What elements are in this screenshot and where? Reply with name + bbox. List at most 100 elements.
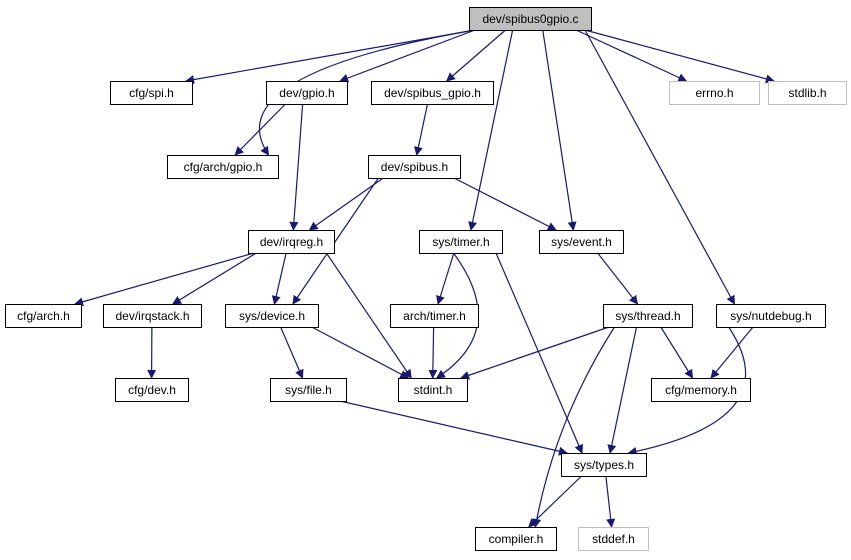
edge-sys_thread-to-compiler	[532, 326, 616, 528]
edge-dev_gpio-to-dev_irqreg	[289, 103, 304, 231]
edge-sys_types-to-stddef	[605, 475, 616, 528]
edge-root-to-sys_timer	[468, 29, 514, 231]
edge-sys_types-to-compiler	[528, 475, 582, 528]
node-label: stdlib.h	[788, 86, 826, 100]
node-cfg-arch-gpio[interactable]: cfg/arch/gpio.h	[167, 155, 279, 179]
node-label: dev/irqstack.h	[115, 309, 189, 323]
edge-dev_irqreg-to-cfg_arch	[74, 252, 255, 307]
node-label: sys/thread.h	[615, 309, 680, 323]
edge-root-to-stdlib	[584, 29, 775, 84]
edge-sys_event-to-sys_thread	[597, 252, 639, 305]
edge-dev_irqreg-to-sys_device	[271, 252, 287, 305]
node-label: dev/irqreg.h	[260, 235, 323, 249]
node-box	[368, 155, 461, 179]
edge-root-to-sys_event	[542, 29, 577, 231]
node-label: compiler.h	[489, 532, 544, 546]
edge-root-to-errno	[575, 29, 688, 82]
node-dev-irqstack[interactable]: dev/irqstack.h	[103, 304, 202, 328]
node-box	[578, 527, 649, 551]
node-label: cfg/arch/gpio.h	[184, 160, 263, 174]
node-box	[716, 304, 826, 328]
node-label: sys/event.h	[551, 235, 612, 249]
node-compiler[interactable]: compiler.h	[475, 527, 557, 551]
node-sys-event[interactable]: sys/event.h	[539, 230, 624, 254]
node-sys-thread[interactable]: sys/thread.h	[603, 304, 693, 328]
node-stdlib[interactable]: stdlib.h	[768, 81, 847, 105]
edge-sys_file-to-sys_types	[339, 400, 568, 456]
edge-sys_thread-to-stdint	[460, 326, 610, 380]
node-label: cfg/dev.h	[128, 383, 176, 397]
edge-sys_timer-to-arch_timer	[436, 252, 455, 305]
node-label: arch/timer.h	[403, 309, 466, 323]
node-box	[475, 527, 557, 551]
nodes-layer: dev/spibus0gpio.c cfg/spi.h dev/gpio.h dev/…	[5, 7, 847, 551]
node-label: errno.h	[695, 86, 733, 100]
node-dev-spibus[interactable]: dev/spibus.h	[368, 155, 461, 179]
node-label: dev/spibus.h	[381, 160, 448, 174]
node-label: cfg/spi.h	[129, 86, 174, 100]
node-box	[651, 378, 751, 402]
node-box	[398, 378, 468, 402]
node-label: sys/file.h	[285, 383, 332, 397]
node-arch-timer[interactable]: arch/timer.h	[390, 304, 479, 328]
node-cfg-memory[interactable]: cfg/memory.h	[651, 378, 751, 402]
node-cfg-arch[interactable]: cfg/arch.h	[5, 304, 82, 328]
node-label: cfg/memory.h	[665, 383, 737, 397]
node-label: stddef.h	[592, 532, 635, 546]
node-box	[110, 81, 193, 105]
edges-layer	[74, 29, 775, 528]
node-box	[603, 304, 693, 328]
node-box	[270, 378, 347, 402]
edge-sys_nutdebug-to-sys_types	[627, 326, 747, 456]
node-box	[371, 81, 494, 105]
node-label: stdint.h	[414, 383, 453, 397]
node-stdint[interactable]: stdint.h	[398, 378, 468, 402]
node-box	[390, 304, 479, 328]
node-sys-device[interactable]: sys/device.h	[225, 304, 319, 328]
edge-dev_spibus-to-sys_device	[292, 177, 379, 305]
node-box	[419, 230, 503, 254]
node-box	[266, 81, 348, 105]
edge-sys_device-to-sys_file	[280, 326, 304, 379]
edge-sys_nutdebug-to-cfg_memory	[710, 326, 754, 379]
node-sys-file[interactable]: sys/file.h	[270, 378, 347, 402]
node-dev-irqreg[interactable]: dev/irqreg.h	[248, 230, 335, 254]
edge-root-to-cfg_spi	[185, 29, 476, 85]
edge-dev_irqreg-to-stdint	[325, 252, 412, 379]
node-box	[539, 230, 624, 254]
node-box	[103, 304, 202, 328]
node-sys-nutdebug[interactable]: sys/nutdebug.h	[716, 304, 826, 328]
node-box	[561, 453, 647, 477]
node-label: sys/device.h	[239, 309, 305, 323]
edge-dev_spibus_gpio-to-dev_spibus	[413, 103, 429, 156]
node-root[interactable]: dev/spibus0gpio.c	[469, 7, 592, 31]
node-box	[225, 304, 319, 328]
node-label: sys/timer.h	[432, 235, 489, 249]
node-sys-types[interactable]: sys/types.h	[561, 453, 647, 477]
node-box	[469, 7, 592, 31]
node-label: sys/nutdebug.h	[730, 309, 811, 323]
node-label: dev/spibus0gpio.c	[482, 12, 578, 26]
edge-sys_thread-to-sys_types	[607, 326, 638, 454]
edge-dev_gpio-to-cfg_arch_gpio	[234, 103, 286, 156]
node-errno[interactable]: errno.h	[669, 81, 760, 105]
node-label: cfg/arch.h	[17, 309, 70, 323]
edge-sys_timer-to-sys_types	[495, 252, 583, 454]
node-label: dev/gpio.h	[279, 86, 334, 100]
node-box	[115, 378, 189, 402]
node-box	[768, 81, 847, 105]
edge-sys_thread-to-cfg_memory	[660, 326, 694, 379]
edge-root-to-sys_nutdebug	[584, 29, 735, 305]
node-dev-gpio[interactable]: dev/gpio.h	[266, 81, 348, 105]
node-stddef[interactable]: stddef.h	[578, 527, 649, 551]
node-sys-timer[interactable]: sys/timer.h	[419, 230, 503, 254]
edge-dev_spibus-to-sys_event	[453, 177, 557, 231]
edge-arch_timer-to-stdint	[428, 326, 438, 379]
node-cfg-spi[interactable]: cfg/spi.h	[110, 81, 193, 105]
edge-dev_irqreg-to-dev_irqstack	[172, 252, 257, 305]
edge-sys_device-to-stdint	[311, 326, 410, 379]
node-dev-spibus-gpio[interactable]: dev/spibus_gpio.h	[371, 81, 494, 105]
edge-root-to-dev_gpio	[339, 29, 476, 83]
node-cfg-dev[interactable]: cfg/dev.h	[115, 378, 189, 402]
node-box	[5, 304, 82, 328]
